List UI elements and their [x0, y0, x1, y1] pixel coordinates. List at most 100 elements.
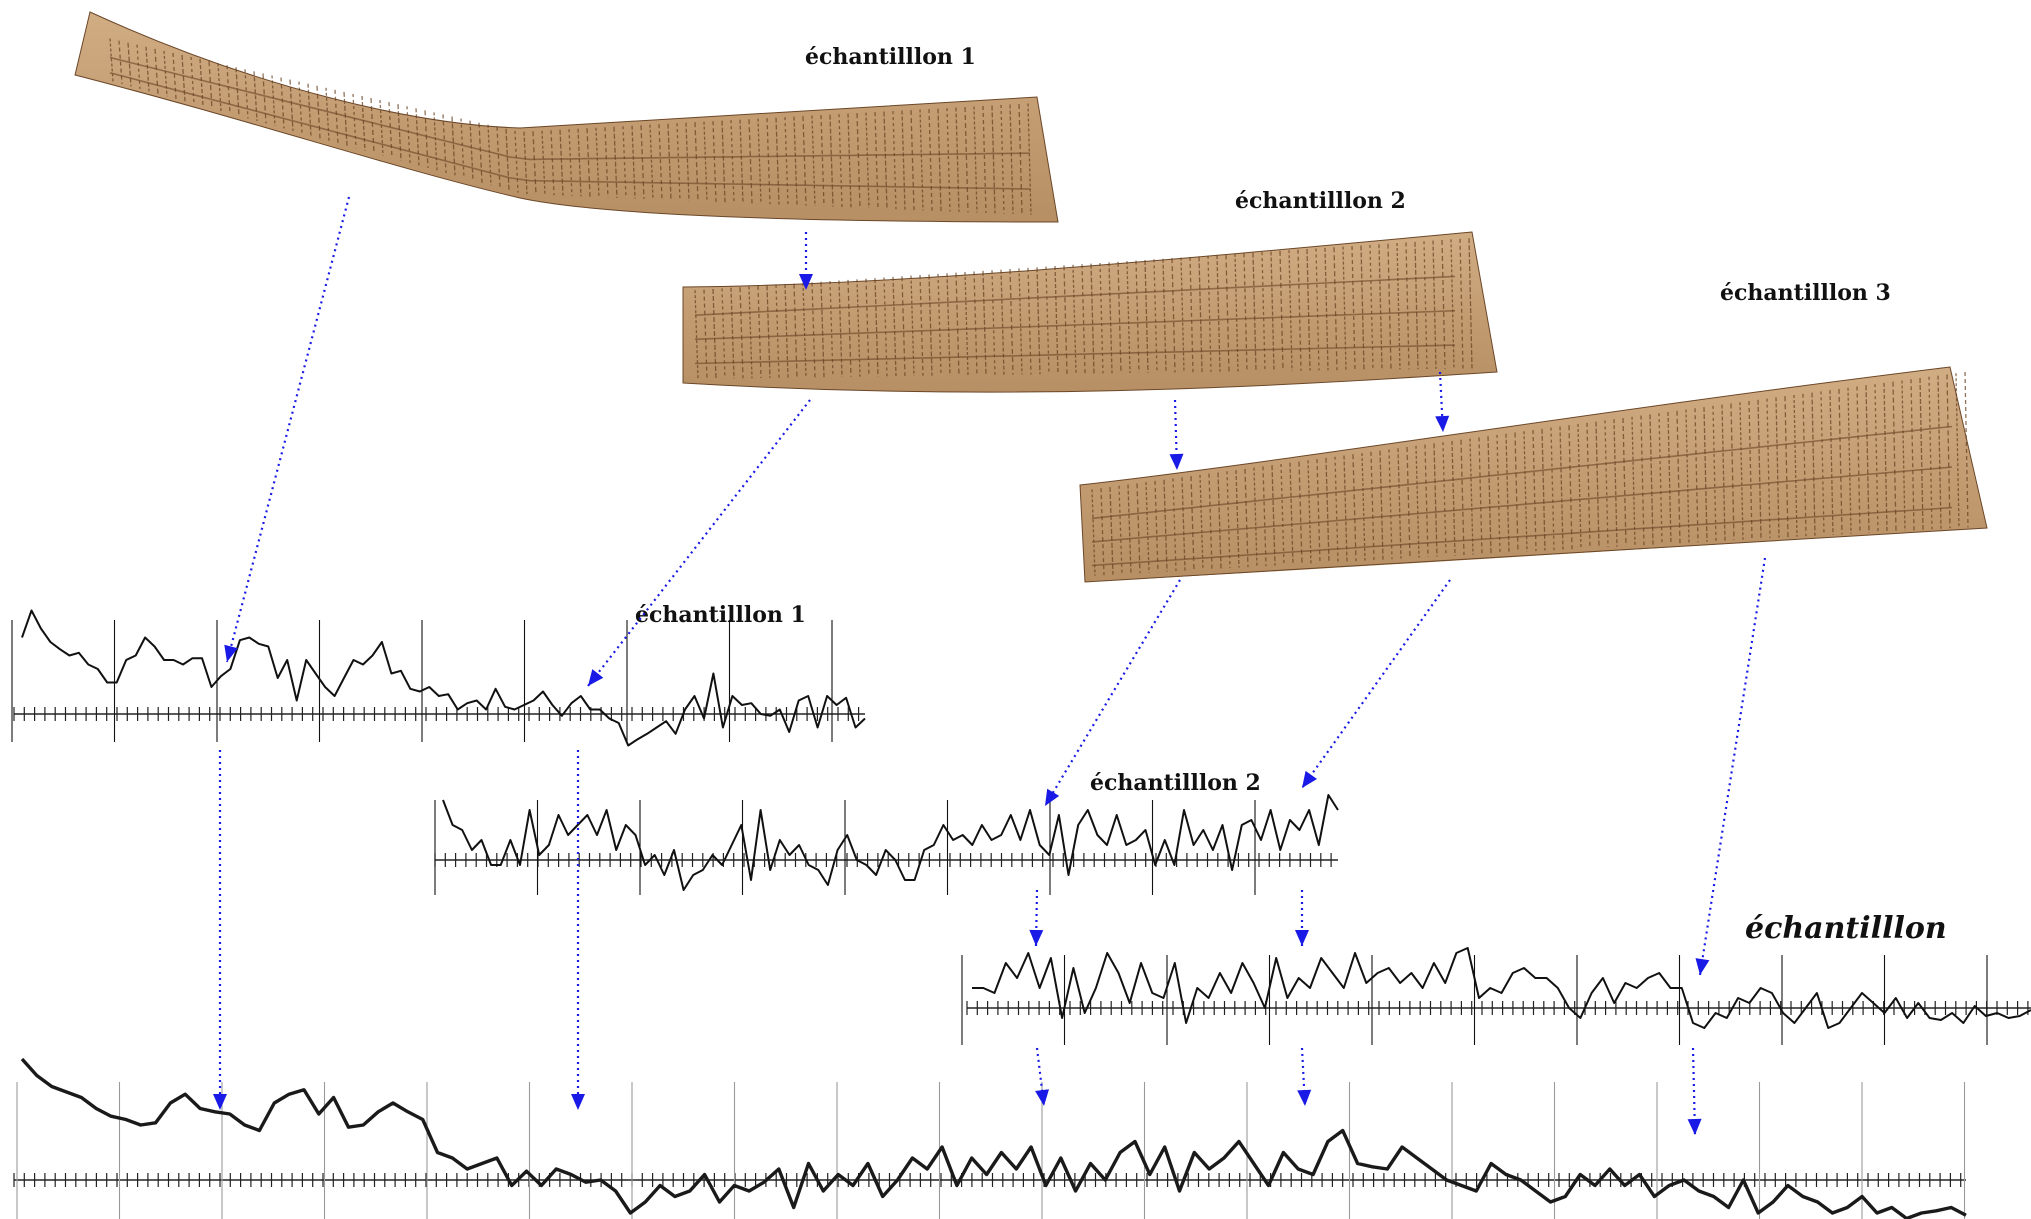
wood-ring — [1658, 413, 1663, 545]
label-curve-2: échantilllon 2 — [1090, 770, 1261, 796]
wood-ring — [1739, 402, 1744, 540]
wood-ring — [1153, 259, 1158, 373]
wood-ring — [1928, 376, 1933, 530]
wood-ring — [1514, 432, 1519, 553]
wood-ring — [1379, 450, 1384, 560]
ring-width-curve-3 — [961, 947, 2031, 1045]
wood-ring — [793, 116, 798, 206]
wood-ring — [955, 107, 960, 212]
wood-ring — [397, 104, 402, 161]
wood-ring — [1469, 438, 1474, 555]
arrow-shaft — [1301, 579, 1451, 789]
wood-ring — [730, 120, 735, 203]
wood-ring — [1883, 382, 1888, 532]
arrow-head — [571, 1094, 585, 1110]
wood-ring — [1856, 386, 1861, 534]
wood-ring — [883, 277, 888, 377]
wood-grain-band — [109, 72, 1031, 190]
wood-ring — [451, 116, 456, 176]
wood-ring — [1802, 393, 1807, 537]
wood-ring — [613, 126, 618, 198]
wood-ring — [1847, 387, 1852, 534]
wood-ring — [505, 128, 510, 191]
arrow-head — [1297, 1089, 1312, 1106]
wood-ring — [658, 124, 663, 200]
connector-arrow — [1035, 1047, 1049, 1107]
wood-ring — [739, 119, 744, 204]
wood-ring — [640, 125, 645, 199]
wood-ring — [1198, 256, 1203, 373]
label-curve-1: échantilllon 1 — [635, 602, 806, 628]
wood-ring — [1577, 424, 1582, 549]
wood-ring — [919, 275, 924, 376]
wood-ring — [1378, 244, 1383, 370]
wood-ring — [802, 282, 807, 378]
wood-ring — [901, 110, 906, 210]
wood-ring — [1288, 250, 1293, 371]
wood-ring — [1226, 471, 1231, 569]
wood-ring — [1757, 399, 1762, 539]
wood-ring — [1478, 437, 1483, 555]
wood-ring — [1018, 103, 1023, 215]
wood-ring — [469, 120, 474, 181]
series-line-échantilllon 1 — [21, 609, 866, 747]
wood-ring — [1532, 430, 1537, 552]
wood-ring — [1369, 244, 1374, 370]
wood-ring — [901, 276, 906, 377]
wood-ring — [919, 109, 924, 211]
arrow-head — [1302, 770, 1317, 788]
wood-ring — [1009, 104, 1014, 215]
wood-ring — [622, 126, 627, 199]
wood-core-sample-1 — [74, 11, 1059, 223]
wood-ring — [1009, 269, 1014, 375]
wood-ring — [973, 106, 978, 213]
wood-ring — [865, 112, 870, 209]
ring-width-curve-2 — [434, 794, 1339, 895]
wood-ring — [1253, 467, 1258, 567]
wood-ring — [1432, 240, 1437, 369]
wood-ring — [892, 276, 897, 377]
wood-ring — [163, 50, 168, 97]
series-line-échantilllon 2 — [442, 794, 1339, 891]
wood-ring — [703, 289, 708, 379]
wood-ring — [1838, 388, 1843, 535]
wood-ring — [1244, 468, 1249, 568]
wood-ring — [1712, 405, 1717, 542]
wood-ring — [532, 131, 537, 195]
wood-ring — [1568, 425, 1573, 550]
wood-ring — [1892, 381, 1897, 532]
wood-ring — [1676, 410, 1681, 544]
wood-ring — [1459, 238, 1464, 369]
connector-arrow — [213, 750, 227, 1110]
wood-ring — [1442, 442, 1447, 557]
wood-ring — [478, 122, 483, 183]
wood-ring — [370, 98, 375, 154]
wood-ring — [1333, 247, 1338, 371]
wood-ring — [307, 83, 312, 136]
wood-ring — [118, 40, 123, 85]
wood-ring — [1766, 398, 1771, 539]
wood-ring — [1180, 257, 1185, 373]
wood-ring — [1775, 397, 1780, 538]
wood-ring — [1270, 251, 1275, 372]
wood-ring — [1154, 480, 1159, 573]
wood-ring — [1361, 453, 1366, 561]
wood-ring — [973, 271, 978, 376]
wood-ring — [1307, 460, 1312, 564]
wood-ring — [1126, 261, 1131, 374]
wood-ring — [1216, 255, 1221, 372]
wood-ring — [1622, 417, 1627, 547]
wood-grain-band — [1091, 506, 1953, 567]
master-chronology-curve — [13, 1057, 1967, 1219]
wood-ring — [1352, 454, 1357, 562]
arrow-head — [1687, 1118, 1702, 1135]
wood-ring — [1433, 443, 1438, 557]
wood-ring — [802, 116, 807, 206]
wood-ring — [1667, 411, 1672, 544]
wood-ring — [1460, 439, 1465, 556]
wood-grain-band — [694, 309, 1456, 341]
label-wood-sample-1: échantilllon 1 — [805, 44, 976, 70]
wood-ring — [244, 69, 249, 119]
wood-ring — [775, 117, 780, 205]
wood-ring — [1189, 256, 1194, 373]
